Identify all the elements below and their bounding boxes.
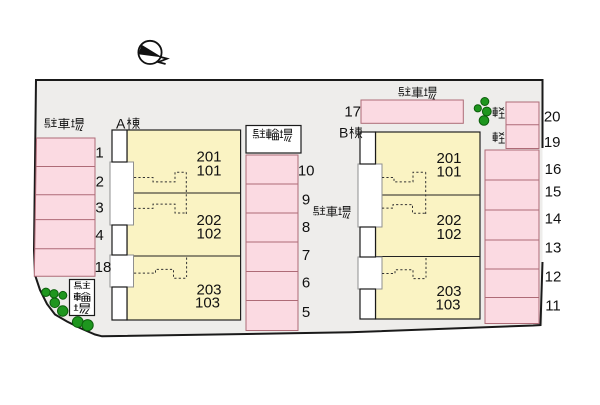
svg-text:12: 12 [545,269,562,286]
svg-text:18: 18 [95,259,112,276]
svg-text:16: 16 [545,161,562,178]
svg-text:1: 1 [95,144,103,161]
svg-text:15: 15 [545,183,562,200]
svg-text:14: 14 [545,210,562,227]
svg-text:13: 13 [545,240,562,257]
svg-text:103: 103 [435,297,460,314]
svg-text:19: 19 [544,134,561,151]
svg-text:201: 201 [436,150,461,167]
svg-text:102: 102 [436,226,461,243]
svg-text:11: 11 [545,298,561,315]
svg-text:2: 2 [96,174,104,191]
svg-text:4: 4 [95,227,103,244]
svg-text:102: 102 [196,225,221,242]
svg-text:203: 203 [436,283,461,300]
svg-text:6: 6 [302,275,310,292]
svg-text:8: 8 [302,219,310,236]
svg-text:A: A [116,116,126,132]
svg-text:201: 201 [196,149,221,166]
svg-text:203: 203 [196,281,221,298]
svg-text:10: 10 [298,163,315,180]
svg-text:101: 101 [196,162,221,179]
svg-text:7: 7 [302,247,310,264]
svg-text:3: 3 [95,199,103,216]
svg-text:202: 202 [436,212,461,229]
svg-text:20: 20 [544,109,561,126]
svg-text:5: 5 [302,304,310,321]
svg-text:17: 17 [344,103,361,120]
svg-text:9: 9 [302,192,310,209]
svg-text:103: 103 [195,295,220,312]
svg-text:B: B [339,125,348,141]
svg-text:101: 101 [436,163,461,180]
svg-text:202: 202 [196,212,221,229]
